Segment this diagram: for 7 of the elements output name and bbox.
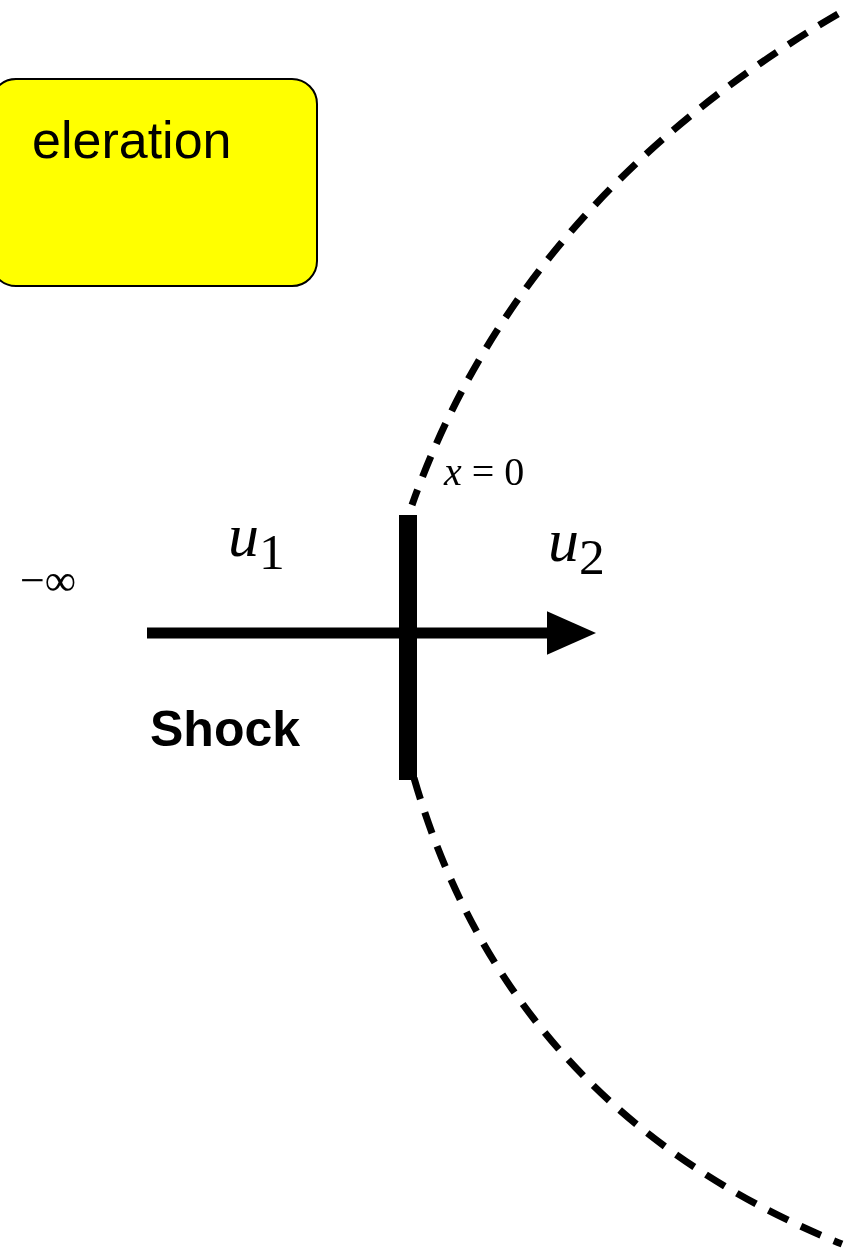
velocity-label: u$_{1}$: [228, 500, 285, 582]
shock-label: Shock: [150, 700, 301, 758]
label-box: [0, 78, 318, 287]
velocity-label: u$_{2}$: [548, 505, 605, 587]
position-label: x = 0: [444, 448, 525, 495]
infinity-label: −∞: [20, 555, 77, 606]
box-text: eleration: [32, 110, 232, 170]
